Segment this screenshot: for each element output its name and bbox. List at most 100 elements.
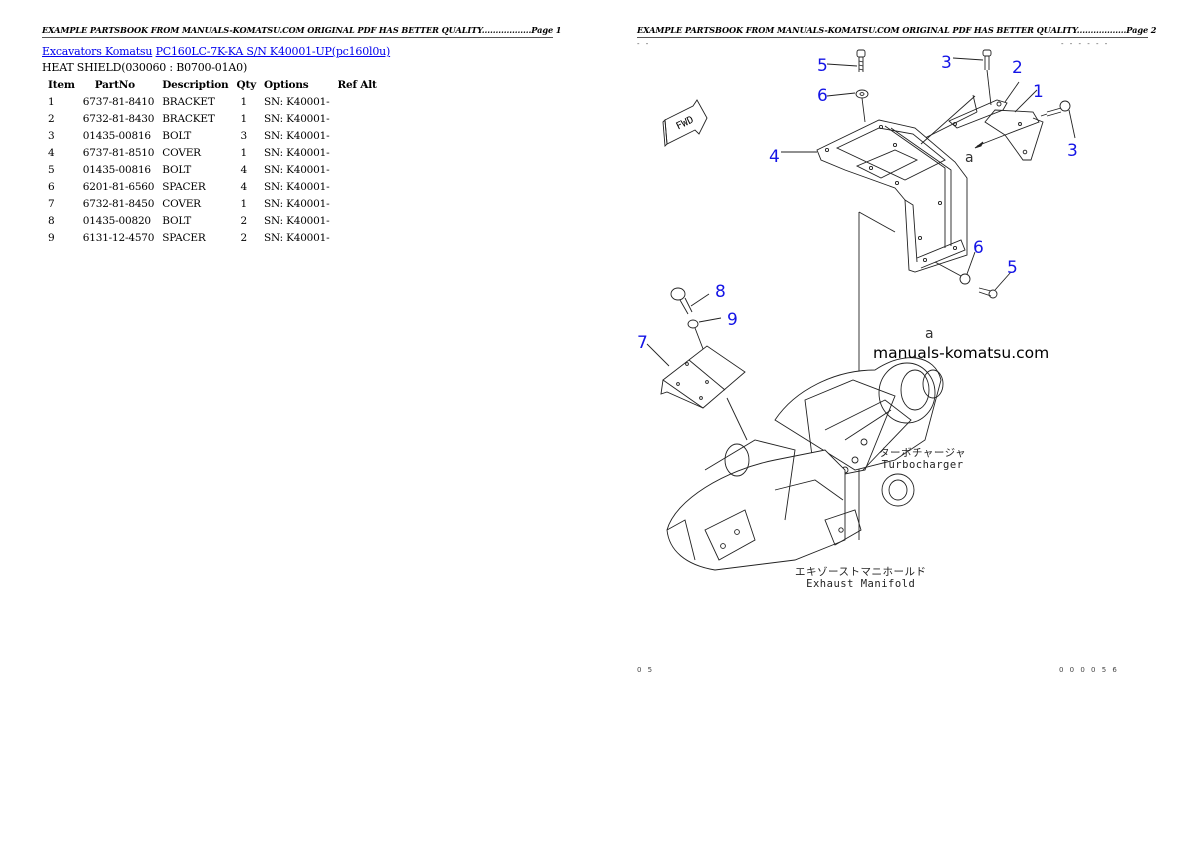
callout-5[interactable]: 5 xyxy=(817,56,828,76)
cell-partno: 6732-81-8450 xyxy=(82,197,155,210)
ref-letter-a: a xyxy=(965,150,974,166)
cell-description: COVER xyxy=(162,197,201,210)
spacer-9-icon xyxy=(687,319,699,329)
table-row: 1 6737-81-8410 BRACKET 1 SN: K40001- xyxy=(44,93,381,110)
cell-options: SN: K40001- xyxy=(264,129,330,142)
cell-description: BOLT xyxy=(162,129,192,142)
corner-mark-bottom-left: 0 5 xyxy=(637,666,655,674)
cell-options: SN: K40001- xyxy=(264,112,330,125)
bolt-5-lower-icon xyxy=(978,287,998,299)
callout-3[interactable]: 3 xyxy=(941,53,952,73)
page-header: EXAMPLE PARTSBOOK FROM MANUALS-KOMATSU.C… xyxy=(637,25,1157,35)
callout-7[interactable]: 7 xyxy=(637,333,648,353)
cell-qty: 1 xyxy=(240,95,248,108)
table-row: 5 01435-00816 BOLT 4 SN: K40001- xyxy=(44,161,381,178)
cell-refalt xyxy=(333,127,380,144)
table-row: 6 6201-81-6560 SPACER 4 SN: K40001- xyxy=(44,178,381,195)
cell-item: 5 xyxy=(48,163,55,176)
col-description: Description xyxy=(162,78,229,91)
breadcrumb-link-category[interactable]: Excavators Komatsu xyxy=(42,45,153,58)
callout-5-lower[interactable]: 5 xyxy=(1007,258,1018,278)
exhaust-manifold-assembly xyxy=(666,439,862,571)
exhaust-manifold-label-jp: エキゾーストマニホールド xyxy=(795,566,927,578)
table-row: 7 6732-81-8450 COVER 1 SN: K40001- xyxy=(44,195,381,212)
fwd-arrow-icon xyxy=(662,99,708,148)
table-row: 3 01435-00816 BOLT 3 SN: K40001- xyxy=(44,127,381,144)
bolt-8-icon xyxy=(670,287,693,315)
cell-options: SN: K40001- xyxy=(264,163,330,176)
cell-qty: 1 xyxy=(240,112,248,125)
cell-qty: 4 xyxy=(240,180,248,193)
breadcrumb-link-model[interactable]: PC160LC-7K-KA S/N K40001-UP(pc160l0u) xyxy=(155,45,391,58)
callout-6-lower[interactable]: 6 xyxy=(973,238,984,258)
cell-item: 7 xyxy=(48,197,55,210)
bolt-5-top-icon xyxy=(856,49,866,72)
cell-partno: 01435-00820 xyxy=(82,214,151,227)
header-rule xyxy=(42,37,553,38)
cell-partno: 01435-00816 xyxy=(82,129,151,142)
table-header-row: Item PartNo Description Qty Options Ref … xyxy=(44,76,381,93)
cell-refalt xyxy=(333,178,380,195)
cell-refalt xyxy=(333,144,380,161)
callout-1[interactable]: 1 xyxy=(1033,82,1044,102)
col-qty: Qty xyxy=(236,78,257,91)
cover-7-part xyxy=(660,345,746,409)
cell-description: BOLT xyxy=(162,214,192,227)
cell-description: BOLT xyxy=(162,163,192,176)
cell-description: BRACKET xyxy=(162,112,215,125)
exhaust-manifold-label: エキゾーストマニホールド Exhaust Manifold xyxy=(795,566,926,590)
turbocharger-label-jp: ターボチャージャ xyxy=(879,447,967,459)
cell-options: SN: K40001- xyxy=(264,197,330,210)
bolt-3-top-icon xyxy=(982,49,992,70)
breadcrumb: Excavators Komatsu PC160LC-7K-KA S/N K40… xyxy=(42,45,390,58)
cell-partno: 6737-81-8510 xyxy=(82,146,155,159)
callout-3-side[interactable]: 3 xyxy=(1067,141,1078,161)
cell-qty: 2 xyxy=(240,214,248,227)
cell-qty: 3 xyxy=(240,129,248,142)
cell-partno: 6737-81-8410 xyxy=(82,95,155,108)
page-1: EXAMPLE PARTSBOOK FROM MANUALS-KOMATSU.C… xyxy=(42,25,562,246)
cell-item: 6 xyxy=(48,180,55,193)
spacer-6-top-icon xyxy=(855,89,869,99)
cell-partno: 01435-00816 xyxy=(82,163,151,176)
cell-refalt xyxy=(333,110,380,127)
cell-refalt xyxy=(333,212,380,229)
cell-item: 1 xyxy=(48,95,55,108)
cell-item: 8 xyxy=(48,214,55,227)
section-title: HEAT SHIELD(030060 : B0700-01A0) xyxy=(42,61,248,74)
table-row: 2 6732-81-8430 BRACKET 1 SN: K40001- xyxy=(44,110,381,127)
cell-partno: 6201-81-6560 xyxy=(82,180,155,193)
cell-options: SN: K40001- xyxy=(264,231,330,244)
cell-description: BRACKET xyxy=(162,95,215,108)
parts-table: Item PartNo Description Qty Options Ref … xyxy=(44,76,381,246)
cell-item: 9 xyxy=(48,231,55,244)
cell-options: SN: K40001- xyxy=(264,180,330,193)
turbocharger-label: ターボチャージャ Turbocharger xyxy=(879,447,966,471)
cell-item: 2 xyxy=(48,112,55,125)
exploded-parts-diagram: a xyxy=(646,49,1076,571)
table-row: 9 6131-12-4570 SPACER 2 SN: K40001- xyxy=(44,229,381,246)
cell-refalt xyxy=(333,93,380,110)
spacer-6-lower-icon xyxy=(959,273,971,285)
callout-6[interactable]: 6 xyxy=(817,86,828,106)
col-partno: PartNo xyxy=(94,78,135,91)
page-header: EXAMPLE PARTSBOOK FROM MANUALS-KOMATSU.C… xyxy=(42,25,562,35)
exhaust-manifold-label-en: Exhaust Manifold xyxy=(806,578,916,591)
corner-mark-bottom-right: 0 0 0 0 5 6 xyxy=(1059,666,1119,674)
cell-partno: 6131-12-4570 xyxy=(82,231,155,244)
callout-2[interactable]: 2 xyxy=(1012,58,1023,78)
cell-qty: 2 xyxy=(240,231,248,244)
ref-letter-a-lower: a xyxy=(925,326,934,342)
col-item: Item xyxy=(48,78,75,91)
watermark-text: manuals-komatsu.com xyxy=(873,344,1050,362)
cell-refalt xyxy=(333,161,380,178)
cell-qty: 4 xyxy=(240,163,248,176)
callout-8[interactable]: 8 xyxy=(715,282,726,302)
cell-qty: 1 xyxy=(240,146,248,159)
cell-description: COVER xyxy=(162,146,201,159)
callout-9[interactable]: 9 xyxy=(727,310,738,330)
table-row: 4 6737-81-8510 COVER 1 SN: K40001- xyxy=(44,144,381,161)
header-rule xyxy=(637,37,1148,38)
callout-4[interactable]: 4 xyxy=(769,147,780,167)
cell-item: 3 xyxy=(48,129,55,142)
